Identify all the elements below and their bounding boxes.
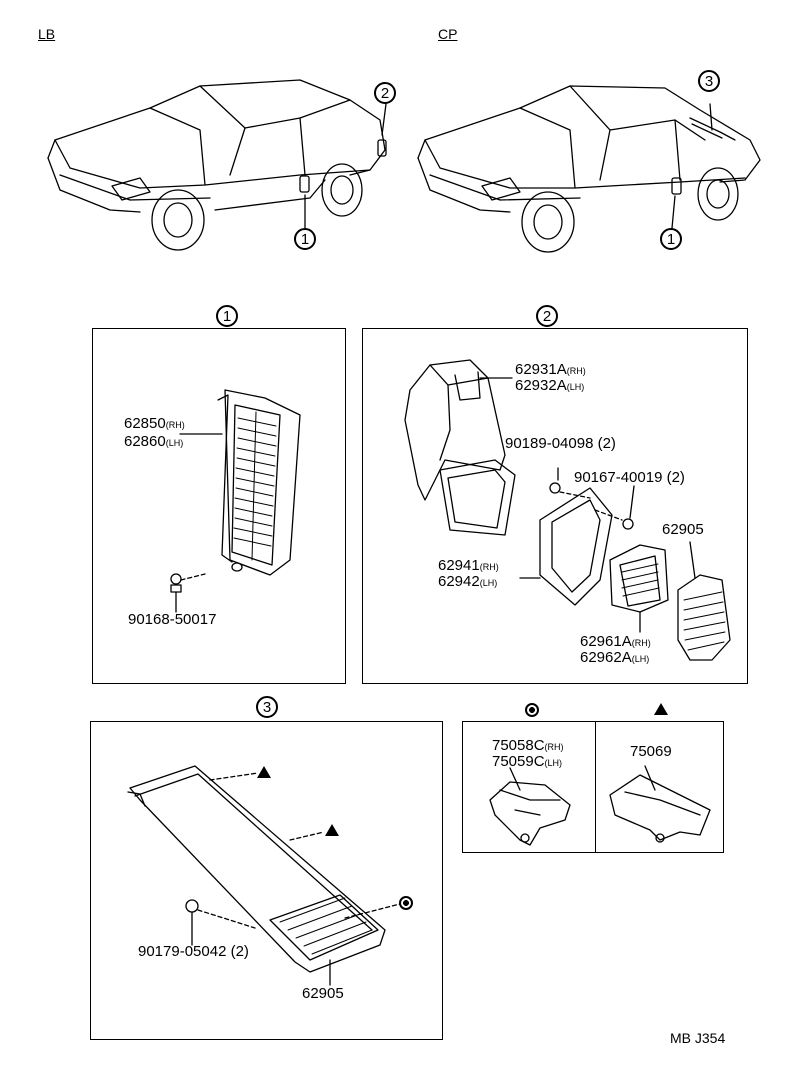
callout-3-coupe: 3 [698, 70, 720, 92]
part-number-screw-90167: 90167-40019 (2) [574, 469, 685, 486]
part-number-clip-90189: 90189-04098 (2) [505, 435, 616, 452]
view-label-coupe: CP [438, 26, 458, 42]
part-number-screw-90168: 90168-50017 [128, 611, 217, 628]
part-number-duct-lh: 62932A(LH) [515, 377, 585, 394]
car-liftback-illustration [48, 80, 386, 250]
car-coupe-illustration [418, 86, 760, 252]
part-number-bracket-rh: 75058C(RH) [492, 737, 564, 754]
panel-section-1 [92, 328, 346, 684]
retaining-brackets-illustration [490, 766, 710, 845]
part-number-grille-lh: 62860(LH) [124, 433, 184, 450]
part-number-bracket-lh: 75059C(LH) [492, 753, 563, 770]
callout-2-liftback: 2 [374, 82, 396, 104]
panel-section-3 [90, 721, 443, 1040]
section-header-3: 3 [256, 696, 278, 718]
circle-marker [399, 896, 413, 910]
triangle-marker-a [257, 766, 271, 778]
section-header-1: 1 [216, 305, 238, 327]
part-number-cover-62905-b: 62905 [302, 985, 344, 1002]
part-number-bracket-75069: 75069 [630, 743, 672, 760]
quarter-vent-cover-illustration [128, 766, 400, 985]
callout-1-liftback: 1 [294, 228, 316, 250]
panel-section-brackets [462, 721, 724, 853]
panel-section-2 [362, 328, 748, 684]
part-number-grille-rh: 62850(RH) [124, 415, 185, 432]
view-label-liftback: LB [38, 26, 56, 42]
part-number-nut-90179: 90179-05042 (2) [138, 943, 249, 960]
part-number-cover-62905-a: 62905 [662, 521, 704, 538]
triangle-marker-b [325, 824, 339, 836]
part-number-seal-rh: 62941(RH) [438, 557, 499, 574]
diagram-code: MB J354 [670, 1030, 726, 1046]
section-header-2: 2 [536, 305, 558, 327]
part-number-duct-rh: 62931A(RH) [515, 361, 586, 378]
circle-marker-header [525, 703, 539, 717]
part-number-seal-lh: 62942(LH) [438, 573, 498, 590]
part-number-louver-rh: 62961A(RH) [580, 633, 651, 650]
panel-divider [595, 721, 596, 853]
side-vent-grille-illustration [171, 390, 300, 612]
part-number-louver-lh: 62962A(LH) [580, 649, 650, 666]
callout-1-coupe: 1 [660, 228, 682, 250]
triangle-marker-header [654, 703, 668, 715]
duct-assembly-illustration [405, 360, 730, 660]
